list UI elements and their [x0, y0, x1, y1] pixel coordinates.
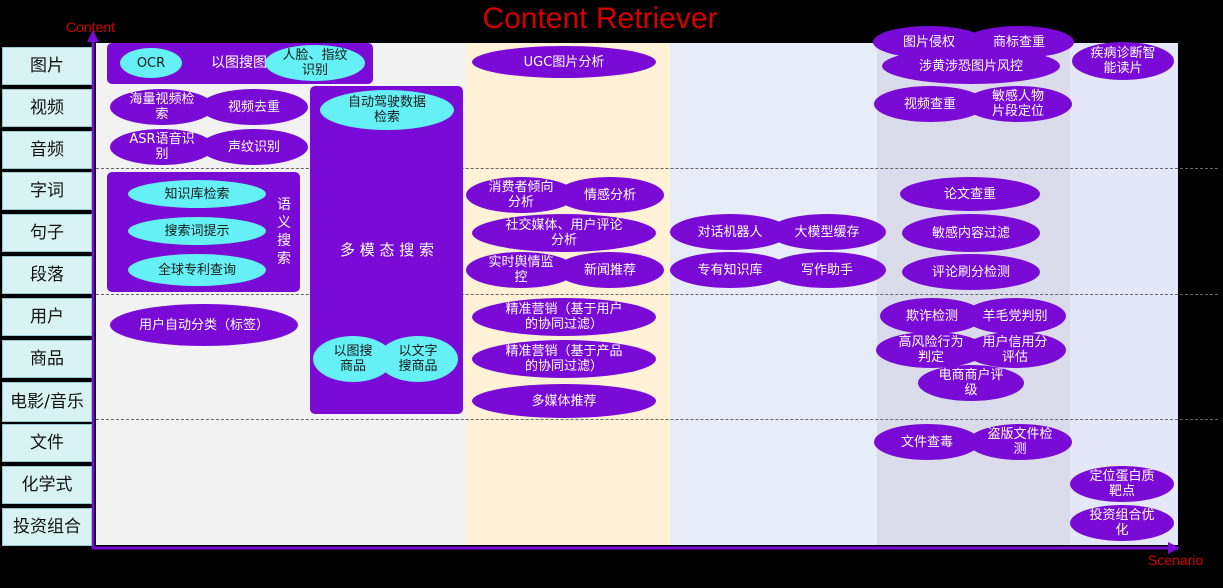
node-piracy-detection[interactable]: 盗版文件检测 [968, 424, 1072, 460]
row-label-product: 商品 [2, 340, 92, 378]
node-porn-terror[interactable]: 涉黄涉恐图片风控 [882, 48, 1060, 84]
node-knowledge-base[interactable]: 知识库检索 [128, 180, 266, 208]
row-label-paragraph: 段落 [2, 256, 92, 294]
node-review-fraud[interactable]: 评论刷分检测 [902, 254, 1040, 290]
node-marketing-item[interactable]: 精准营销（基于产品的协同过滤） [472, 340, 656, 378]
row-label-audio: 音频 [2, 131, 92, 169]
node-patent-search[interactable]: 全球专利查询 [128, 254, 266, 286]
node-video-dedup[interactable]: 视频去重 [200, 89, 308, 125]
node-search-suggest[interactable]: 搜索词提示 [128, 217, 266, 245]
node-asr[interactable]: ASR语音识别 [110, 129, 214, 165]
row-label-user: 用户 [2, 298, 92, 336]
node-massive-video[interactable]: 海量视频检索 [110, 89, 214, 125]
node-text-to-product[interactable]: 以文字搜商品 [378, 336, 458, 382]
node-social-media[interactable]: 社交媒体、用户评论分析 [472, 214, 656, 252]
row-label-movie-music: 电影/音乐 [2, 382, 92, 422]
separator-text-user [96, 294, 1218, 295]
node-reverse-image[interactable]: 以图搜图 [211, 55, 267, 71]
row-label-sentence: 句子 [2, 214, 92, 252]
node-news-recommend[interactable]: 新闻推荐 [556, 252, 664, 288]
node-paper-dedup[interactable]: 论文查重 [900, 177, 1040, 211]
node-credit-eval[interactable]: 用户信用分评估 [964, 332, 1066, 368]
x-axis-label: Scenario [1148, 552, 1204, 568]
node-user-classify[interactable]: 用户自动分类（标签） [110, 304, 298, 346]
node-sensitive-filter[interactable]: 敏感内容过滤 [902, 214, 1040, 252]
node-ocr[interactable]: OCR [120, 48, 182, 78]
node-sentiment[interactable]: 情感分析 [556, 177, 664, 213]
row-label-file: 文件 [2, 424, 92, 462]
y-axis-arrow-icon [87, 30, 99, 42]
node-multimodal-search[interactable]: 多 模 态 搜 索 [339, 241, 435, 259]
separator-user-file [96, 419, 1218, 420]
node-protein-target[interactable]: 定位蛋白质靶点 [1070, 466, 1174, 502]
node-portfolio-opt[interactable]: 投资组合优化 [1070, 505, 1174, 541]
node-sensitive-person[interactable]: 敏感人物片段定位 [964, 86, 1072, 122]
node-ugc[interactable]: UGC图片分析 [472, 46, 656, 78]
node-writing-assistant[interactable]: 写作助手 [768, 252, 886, 288]
node-semantic-search[interactable]: 语义搜索 [277, 197, 291, 267]
node-merchant-rating[interactable]: 电商商户评级 [918, 365, 1024, 401]
x-axis-arrow-icon [1168, 542, 1180, 554]
row-label-video: 视频 [2, 89, 92, 127]
node-face-fingerprint[interactable]: 人脸、指纹识别 [265, 45, 365, 81]
row-label-chemical: 化学式 [2, 466, 92, 504]
row-label-portfolio: 投资组合 [2, 508, 92, 546]
node-marketing-user[interactable]: 精准营销（基于用户的协同过滤） [472, 298, 656, 336]
page-title: Content Retriever [482, 2, 718, 35]
node-multimedia-recommend[interactable]: 多媒体推荐 [472, 384, 656, 418]
row-label-image: 图片 [2, 47, 92, 85]
node-wool-party[interactable]: 羊毛党判别 [964, 298, 1066, 334]
row-label-word: 字词 [2, 172, 92, 210]
node-file-virus[interactable]: 文件查毒 [874, 424, 980, 460]
y-axis-label: Content [66, 19, 116, 35]
node-autonomous-driving[interactable]: 自动驾驶数据检索 [320, 90, 454, 130]
node-chatbot[interactable]: 对话机器人 [670, 214, 790, 250]
separator-media-text [96, 168, 1218, 169]
node-voiceprint[interactable]: 声纹识别 [200, 129, 308, 165]
node-llm-cache[interactable]: 大模型缓存 [768, 214, 886, 250]
node-disease-diagnosis[interactable]: 疾病诊断智能读片 [1072, 42, 1174, 80]
